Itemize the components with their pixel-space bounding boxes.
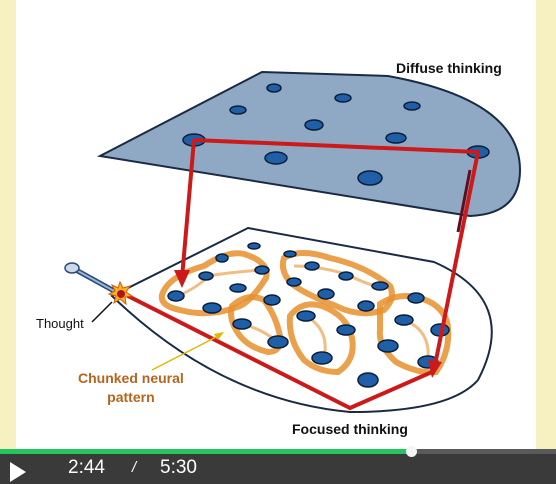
play-button[interactable] bbox=[10, 462, 26, 482]
progress-bar[interactable] bbox=[0, 446, 556, 457]
chunk-pointer bbox=[151, 333, 223, 371]
progress-fill bbox=[0, 449, 411, 454]
arrow-head-icon bbox=[174, 270, 190, 288]
chunked-pattern-line2: pattern bbox=[107, 389, 155, 405]
time-separator: / bbox=[132, 459, 137, 476]
focused-thinking-label: Focused thinking bbox=[292, 421, 408, 437]
total-duration: 5:30 bbox=[160, 457, 197, 478]
thought-probe-icon bbox=[64, 262, 119, 295]
frame-margin-right bbox=[536, 0, 556, 452]
frame-margin-left bbox=[0, 0, 16, 452]
chunked-pattern-label: Chunked neural pattern bbox=[78, 369, 184, 407]
player-controls-bar bbox=[0, 452, 556, 484]
progress-scrubber-handle[interactable] bbox=[406, 446, 417, 457]
thinking-modes-diagram bbox=[64, 70, 522, 414]
thought-pointer bbox=[91, 301, 113, 323]
focused-neurons bbox=[167, 242, 450, 388]
chunked-pattern-line1: Chunked neural bbox=[78, 370, 184, 386]
current-time: 2:44 bbox=[68, 457, 105, 478]
diffuse-neurons bbox=[182, 83, 490, 186]
depth-shading bbox=[456, 169, 472, 233]
spark-icon bbox=[107, 280, 134, 306]
chunk-pointer-arrow-icon bbox=[214, 332, 224, 340]
arrow-head-right-icon bbox=[428, 360, 442, 378]
thought-label: Thought bbox=[36, 316, 84, 331]
diffuse-thinking-label: Diffuse thinking bbox=[396, 60, 502, 76]
